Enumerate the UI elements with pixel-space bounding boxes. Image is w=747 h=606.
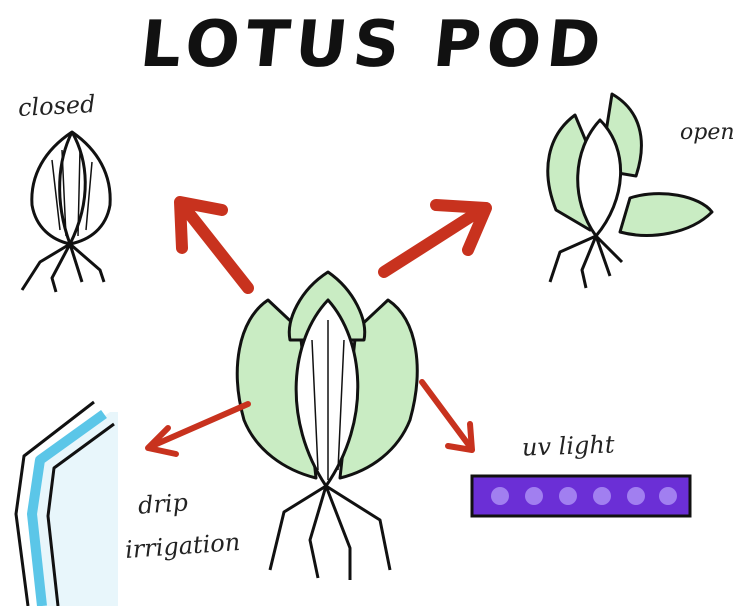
uv-led [593,487,611,505]
closed-pod-illustration [22,132,110,292]
uv-led [627,487,645,505]
label-closed: closed [17,90,96,122]
arrow-to-open [384,205,486,272]
central-pod-illustration [237,272,417,580]
arrow-to-closed [180,202,248,288]
uv-led [659,487,677,505]
uv-led [559,487,577,505]
uv-led [491,487,509,505]
uv-light-bar [470,474,692,518]
uv-led [525,487,543,505]
label-drip: drip [137,488,189,519]
label-uv-light: uv light [522,430,615,461]
label-open: open [680,120,735,145]
drip-irrigation-illustration [16,402,118,606]
arrow-to-uv [422,382,472,450]
arrow-to-drip [148,404,248,454]
